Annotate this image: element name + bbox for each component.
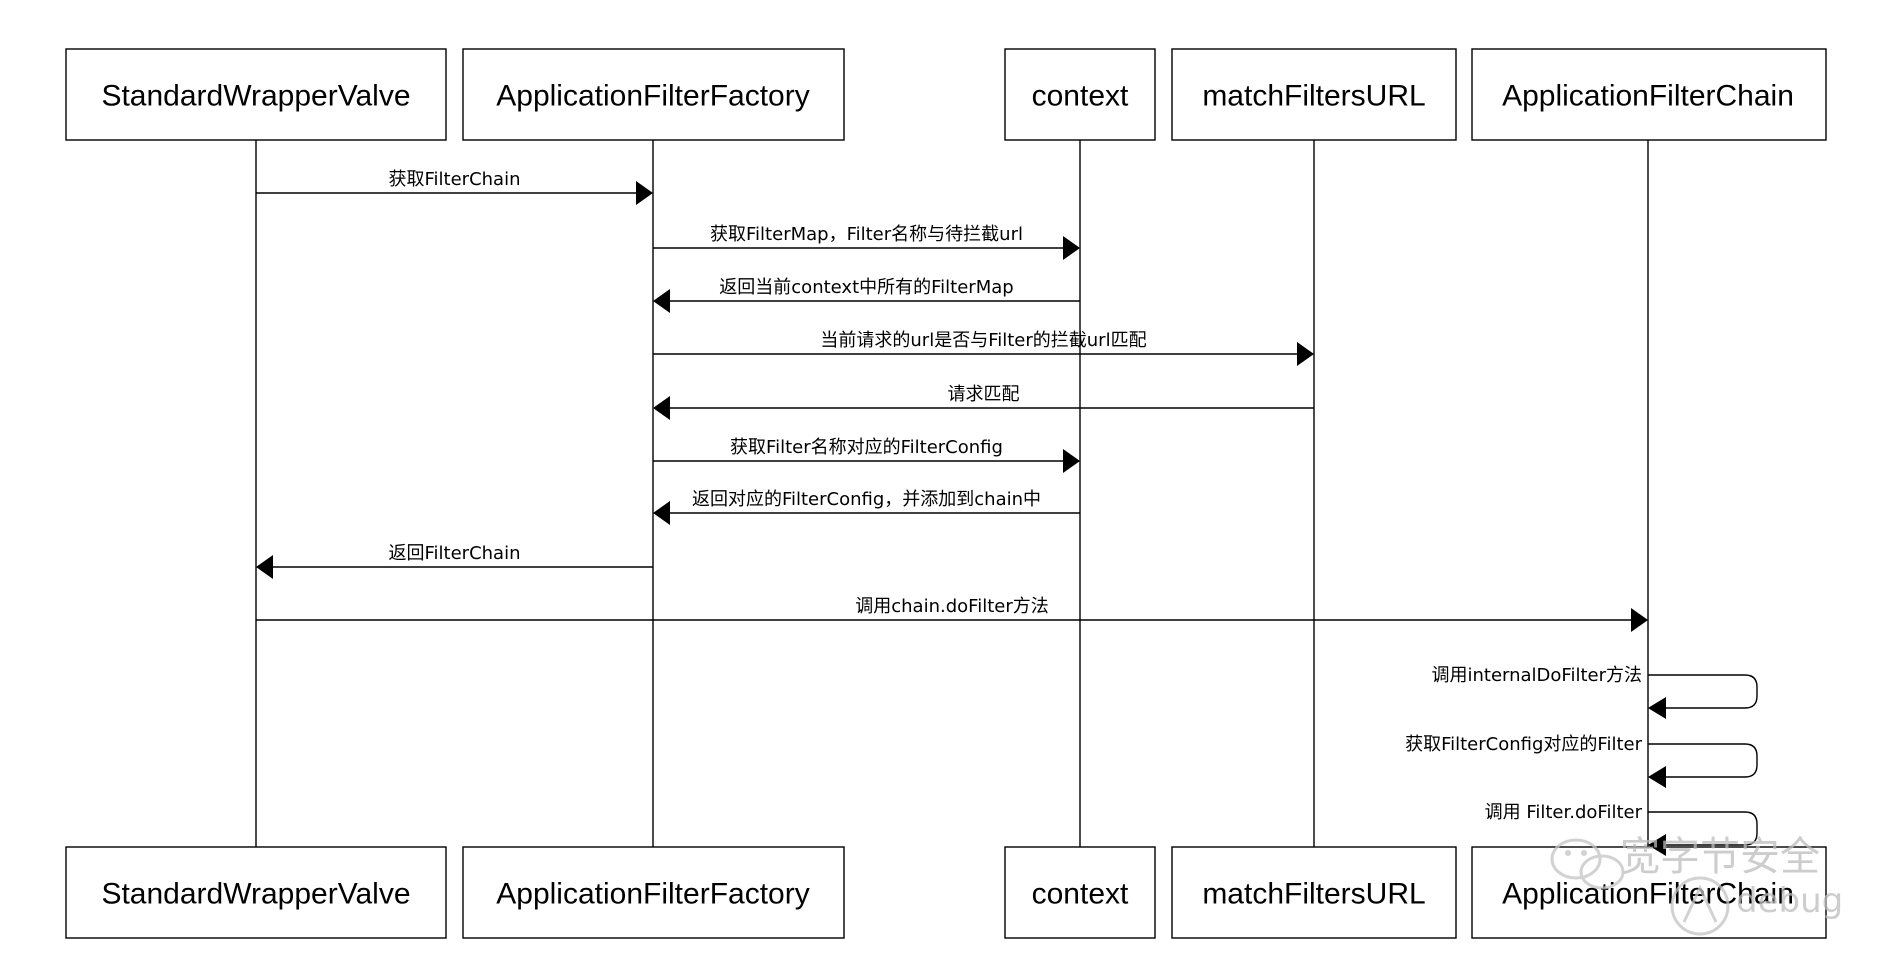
message-8: 调用chain.doFilter方法 — [256, 596, 1648, 632]
participant-box-top-1 — [462, 48, 845, 141]
lifelines: StandardWrapperValveStandardWrapperValve… — [65, 48, 1827, 939]
message-label: 获取FilterChain — [389, 169, 521, 190]
participant-box-bottom-4 — [1471, 846, 1827, 939]
message-6: 返回对应的FilterConfig，并添加到chain中 — [653, 489, 1080, 525]
message-label: 调用 Filter.doFilter — [1485, 802, 1643, 823]
message-label: 获取FilterMap，Filter名称与待拦截url — [710, 224, 1023, 245]
message-1: 获取FilterMap，Filter名称与待拦截url — [653, 224, 1080, 260]
participant-box-top-3 — [1171, 48, 1457, 141]
arrow-head-icon — [1648, 766, 1666, 788]
message-label: 返回对应的FilterConfig，并添加到chain中 — [692, 489, 1041, 510]
participant-name-3: matchFiltersURL — [1202, 80, 1425, 113]
participant-box-bottom-3 — [1171, 846, 1457, 939]
message-5: 获取Filter名称对应的FilterConfig — [653, 437, 1080, 473]
message-label: 返回FilterChain — [389, 543, 521, 564]
arrow-head-icon — [1297, 342, 1314, 366]
participant-name-0: StandardWrapperValve — [101, 878, 410, 911]
message-label: 当前请求的url是否与Filter的拦截url匹配 — [820, 330, 1146, 351]
participant-box-bottom-0 — [65, 846, 447, 939]
watermark-title: 宽字节安全 — [1620, 834, 1820, 880]
participant-name-0: StandardWrapperValve — [101, 80, 410, 113]
message-4: 请求匹配 — [653, 384, 1314, 420]
message-label: 调用chain.doFilter方法 — [855, 596, 1048, 617]
message-line — [1648, 811, 1758, 846]
arrow-head-icon — [1063, 236, 1080, 260]
arrow-head-icon — [653, 396, 670, 420]
message-9: 调用internalDoFilter方法 — [1431, 665, 1758, 719]
participant-box-top-4 — [1471, 48, 1827, 141]
arrow-head-icon — [653, 289, 670, 313]
message-3: 当前请求的url是否与Filter的拦截url匹配 — [653, 330, 1314, 366]
participant-box-top-2 — [1004, 48, 1156, 141]
participant-box-bottom-2 — [1004, 846, 1156, 939]
participant-name-1: ApplicationFilterFactory — [496, 878, 809, 911]
wechat-logo-icon — [1550, 838, 1625, 890]
arrow-head-icon — [1648, 697, 1666, 719]
watermark: 宽字节安全 debug — [1550, 834, 1843, 936]
message-2: 返回当前context中所有的FilterMap — [653, 277, 1080, 313]
message-7: 返回FilterChain — [256, 543, 653, 579]
watermark-seal-icon — [1670, 876, 1730, 936]
participant-name-2: context — [1032, 80, 1129, 113]
arrow-head-icon — [1631, 608, 1648, 632]
participant-name-2: context — [1032, 878, 1129, 911]
watermark-subtitle: debug — [1736, 881, 1843, 921]
message-line — [1648, 743, 1758, 778]
arrow-head-icon — [636, 181, 653, 205]
participant-name-1: ApplicationFilterFactory — [496, 80, 809, 113]
message-11: 调用 Filter.doFilter — [1485, 802, 1758, 856]
participant-name-3: matchFiltersURL — [1202, 878, 1425, 911]
message-label: 获取Filter名称对应的FilterConfig — [730, 437, 1003, 458]
message-label: 获取FilterConfig对应的Filter — [1405, 734, 1643, 755]
message-0: 获取FilterChain — [256, 169, 653, 205]
arrow-head-icon — [1648, 834, 1666, 856]
participant-name-4: ApplicationFilterChain — [1502, 878, 1794, 911]
message-label: 调用internalDoFilter方法 — [1431, 665, 1642, 686]
arrow-head-icon — [256, 555, 273, 579]
message-label: 请求匹配 — [948, 384, 1020, 405]
messages: 获取FilterChain 获取FilterMap，Filter名称与待拦截url… — [256, 169, 1758, 856]
message-10: 获取FilterConfig对应的Filter — [1405, 734, 1758, 788]
participant-box-bottom-1 — [462, 846, 845, 939]
participant-name-4: ApplicationFilterChain — [1502, 80, 1794, 113]
message-line — [1648, 674, 1758, 709]
participant-box-top-0 — [65, 48, 447, 141]
message-label: 返回当前context中所有的FilterMap — [719, 277, 1013, 298]
arrow-head-icon — [1063, 449, 1080, 473]
arrow-head-icon — [653, 501, 670, 525]
